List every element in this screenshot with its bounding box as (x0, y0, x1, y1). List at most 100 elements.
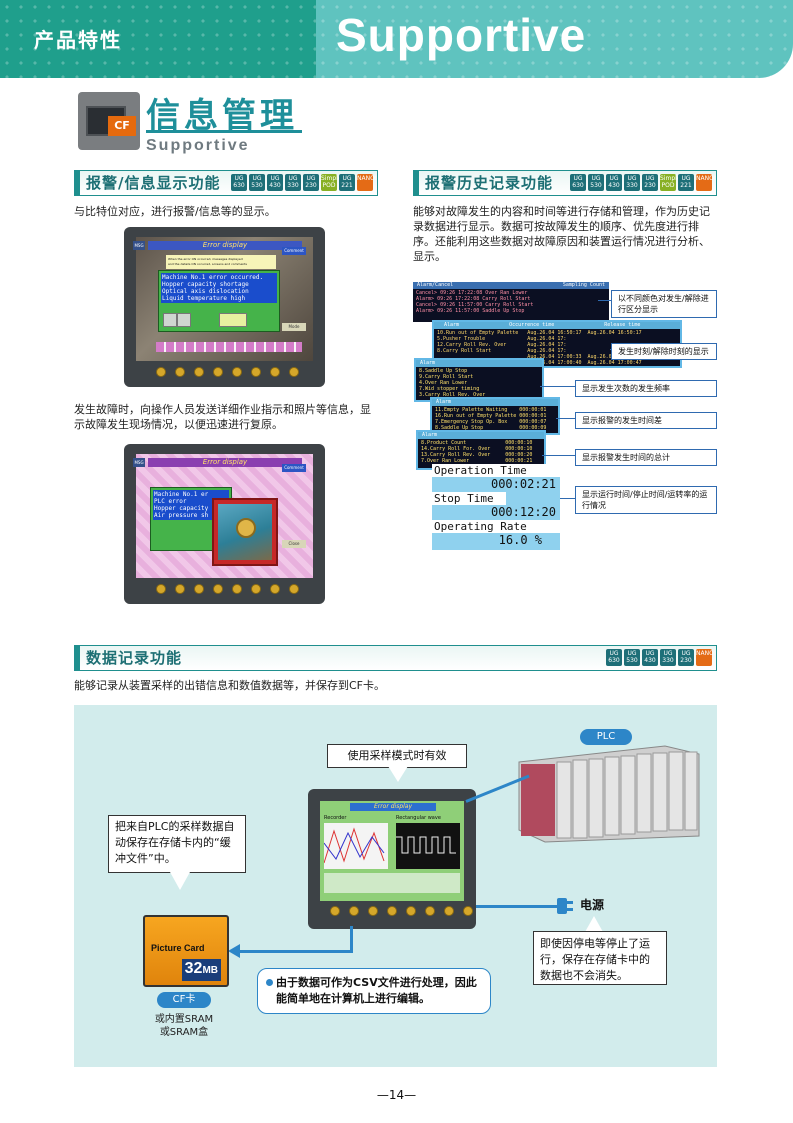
callout-line (598, 300, 612, 301)
model-badge: NANO! (696, 174, 716, 191)
model-badge: UG 230 (642, 174, 658, 191)
power-label: 电源 (580, 898, 605, 912)
callout-frequency: 显示发生次数的发生频率 (575, 380, 717, 397)
model-badge: UG 630 (570, 174, 586, 191)
model-badge: UG 530 (588, 174, 604, 191)
screen-note: When the error ON occurred, messages dis… (166, 255, 276, 269)
msg-tag: MSG (133, 458, 145, 467)
callout-line (540, 386, 576, 387)
page-title: 信息管理 (146, 96, 298, 136)
section-title: 报警/信息显示功能 (75, 171, 228, 195)
model-badge: UG 430 (267, 174, 283, 191)
hmi-panel-1: Error display MSG Comment When the error… (124, 227, 325, 387)
comment-button[interactable]: Comment (282, 464, 306, 472)
screen-title: Error display (350, 803, 436, 811)
monitor-cf-icon: CF (78, 92, 140, 150)
list-item: 8.Saddle Up Stop (419, 368, 468, 374)
hmi-panel-3: Error display Recorder Rectangular wave (308, 789, 476, 929)
model-badge: NANO! (696, 649, 716, 666)
list-item: 7.Over Ran Lower 000:00:21 (421, 458, 533, 464)
callout-pointer (170, 872, 190, 890)
section-desc: 能够记录从装置采样的出错信息和数值数据等，并保存到CF卡。 (74, 679, 386, 692)
note-buffer-file: 把来自PLC的采样数据自动保存在存储卡内的“缓冲文件”中。 (108, 815, 246, 873)
comment-button[interactable]: Comment (282, 247, 306, 255)
screen-controls (324, 873, 460, 893)
model-badge: UG 230 (678, 649, 694, 666)
model-badge: UG 630 (231, 174, 247, 191)
up-arrow-button[interactable] (163, 313, 177, 327)
list-item: 3.Carry Roll Rev. Over (419, 392, 486, 398)
photo-frame (212, 498, 278, 566)
note-sampling-mode: 使用采样模式时有效 (327, 744, 467, 768)
list-item: 8.Carry Roll Start Aug.26.04 17: (437, 348, 567, 354)
list-item: 11.Empty Palette Waiting 000:00:01 (435, 407, 547, 413)
mode-button[interactable]: Mode (282, 323, 306, 331)
msg-tag: MSG (133, 241, 145, 250)
plc-label: PLC (580, 729, 632, 745)
model-badge: UG 230 (303, 174, 319, 191)
list-item: 16.Run out of Empty Palette 000:00:01 (435, 413, 547, 419)
model-badge: Simple POD (321, 174, 342, 191)
close-button[interactable]: Close (282, 540, 306, 548)
list-item: 5.Pusher Trouble Aug.26.04 17: (437, 336, 567, 342)
list-item: Optical axis dislocation (162, 288, 249, 295)
list-item: 9.Carry Roll Start (419, 374, 474, 380)
lamp-row (156, 342, 302, 352)
callout-pointer (585, 916, 603, 932)
list-item: 13.Carry Roll Rev. Over 000:00:20 (421, 452, 533, 458)
model-badge: UG 430 (642, 649, 658, 666)
list-item: Hopper capacity shortage (162, 281, 249, 288)
list-item: Machine No.1 error occurred. (162, 274, 264, 281)
list-item: Liquid temperature high (162, 295, 246, 302)
model-badge: UG 221 (678, 174, 694, 191)
page-number: —14— (376, 1088, 417, 1102)
power-line (476, 905, 558, 908)
model-badge: UG 330 (660, 649, 676, 666)
list-item: 14.Carry Roll For. Over 000:00:10 (421, 446, 533, 452)
callout-line (542, 455, 576, 456)
ok-button[interactable] (219, 313, 247, 327)
section-desc-2: 发生故障时，向操作人员发送详细作业指示和照片等信息，显示故障发生现场情况，以便迅… (74, 403, 371, 431)
list-item: 8.Product Count 000:00:10 (421, 440, 533, 446)
section-desc: 与比特位对应，进行报警/信息等的显示。 (74, 205, 276, 218)
operating-status-screen: Operation Time 000:02:21 Stop Time 000:1… (432, 464, 560, 550)
list-item: Air pressure sh (154, 512, 209, 519)
screen-title: Error display (148, 458, 302, 467)
hmi-to-card-arrow (236, 950, 352, 953)
cf-card-tag: CF卡 (157, 992, 211, 1008)
list-item: 4.Over Ran Lower (419, 380, 468, 386)
model-badge: Simple POD (660, 174, 681, 191)
model-badge: UG 430 (606, 174, 622, 191)
header-english-title: Supportive (336, 9, 587, 61)
hmi-to-card-arrow-vertical (350, 926, 353, 953)
recorder-graph (324, 823, 388, 869)
callout-color: 以不同颜色对发生/解除进行区分显示 (611, 290, 717, 318)
callout-operation: 显示运行时间/停止时间/运转率的运行情况 (575, 486, 717, 514)
model-badge: UG 330 (285, 174, 301, 191)
list-item: Alarm> 09:26 17:22:08 Carry Roll Start (416, 296, 531, 302)
callout-line (556, 418, 576, 419)
section-desc: 能够对故障发生的内容和时间等进行存储和管理，作为历史记录数据进行显示。数据可按故… (413, 205, 710, 263)
note-power-loss: 即使因停电等停止了运行，保存在存储卡中的数据也不会消失。 (533, 931, 667, 985)
recorder-label: Recorder (324, 815, 347, 821)
model-badge: UG 530 (624, 649, 640, 666)
hmi-panel-2: Error display MSG Comment Machine No.1 e… (124, 444, 325, 604)
model-badge: UG 630 (606, 649, 622, 666)
panel-buttons (330, 906, 473, 916)
callout-time: 发生时刻/解除时刻的显示 (611, 343, 717, 360)
model-badge: NANO! (357, 174, 377, 191)
list-item: 8.Saddle Up Stop 000:00:09 (435, 425, 547, 431)
message-window: Machine No.1 error occurred.Hopper capac… (158, 270, 280, 332)
title-underline (146, 130, 302, 133)
list-item: PLC error (154, 498, 187, 505)
down-arrow-button[interactable] (177, 313, 191, 327)
cf-card-icon: Picture Card 32MB (143, 915, 229, 987)
list-item: Alarm> 09:26 11:57:00 Saddle Up Stop (416, 308, 525, 314)
